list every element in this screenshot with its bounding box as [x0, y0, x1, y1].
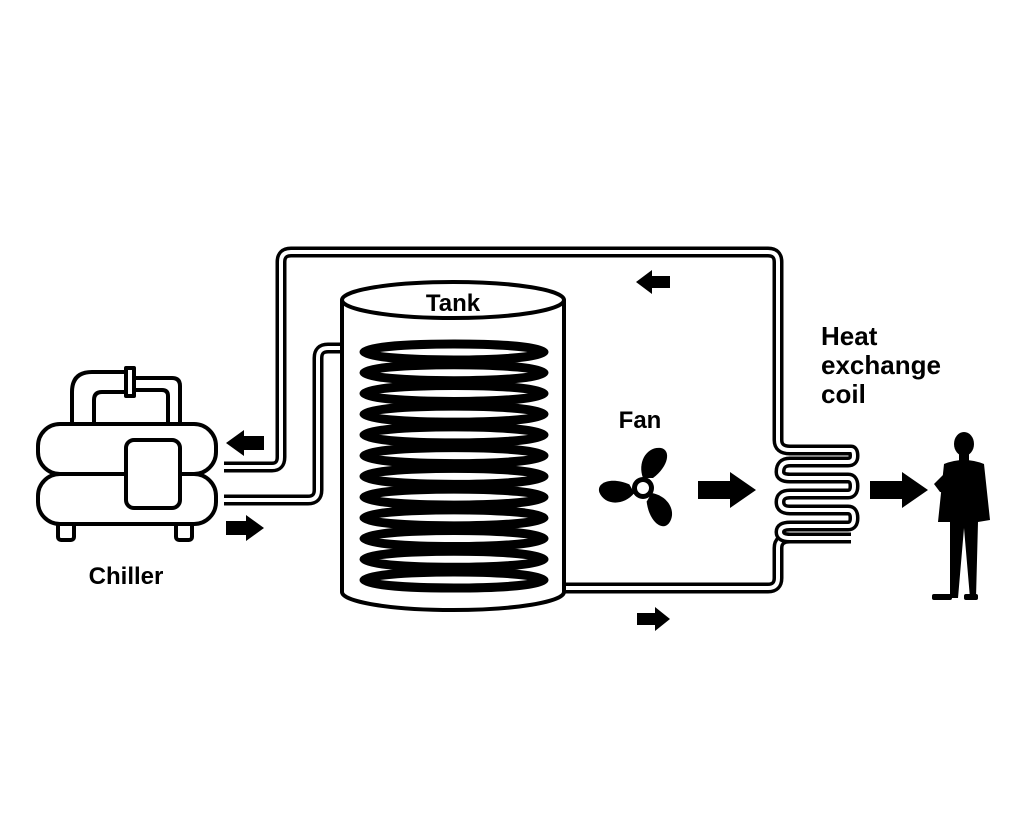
- tank-coil-turn: [359, 360, 549, 386]
- chiller-supply-arrow: [226, 515, 264, 541]
- coil-airflow-arrow: [870, 472, 928, 508]
- tank-coil-turn: [359, 463, 549, 489]
- flow-arrow-icon: [226, 270, 928, 631]
- tank-coil-turn: [359, 505, 549, 531]
- return-to-chiller-arrow: [226, 430, 264, 456]
- top-pipe-arrow: [636, 270, 670, 294]
- tank-coil: [359, 339, 549, 593]
- fan-label: Fan: [619, 407, 662, 434]
- tank-label: Tank: [426, 290, 481, 317]
- heat-exchange-coil-label-line-3: coil: [821, 379, 866, 409]
- tank-coil-turn: [359, 526, 549, 552]
- chiller-to-tank-pipe: [224, 342, 365, 506]
- fan-icon: [596, 447, 679, 529]
- tank-coil-turn: [359, 380, 549, 406]
- tank-coil-turn: [359, 422, 549, 448]
- bottom-pipe-arrow: [637, 607, 670, 631]
- tank-coil-turn: [359, 339, 549, 365]
- fan-airflow-arrow: [698, 472, 756, 508]
- heat-exchange-coil-label: Heat exchange coil: [821, 321, 941, 409]
- heat-exchange-coil-icon: [774, 444, 860, 544]
- heat-exchange-coil-label-line-2: exchange: [821, 350, 941, 380]
- tank-coil-turn: [359, 567, 549, 593]
- tank-coil-turn: [359, 443, 549, 469]
- heat-exchange-coil-label-line-1: Heat: [821, 321, 878, 351]
- tank-coil-turn: [359, 546, 549, 572]
- person-icon: [932, 432, 990, 600]
- tank-coil-turn: [359, 401, 549, 427]
- tank-to-coil-pipe: [548, 532, 851, 594]
- chiller-icon: [36, 366, 218, 542]
- chiller-label: Chiller: [89, 563, 164, 590]
- tank-coil-turn: [359, 484, 549, 510]
- return-pipe: [224, 246, 851, 473]
